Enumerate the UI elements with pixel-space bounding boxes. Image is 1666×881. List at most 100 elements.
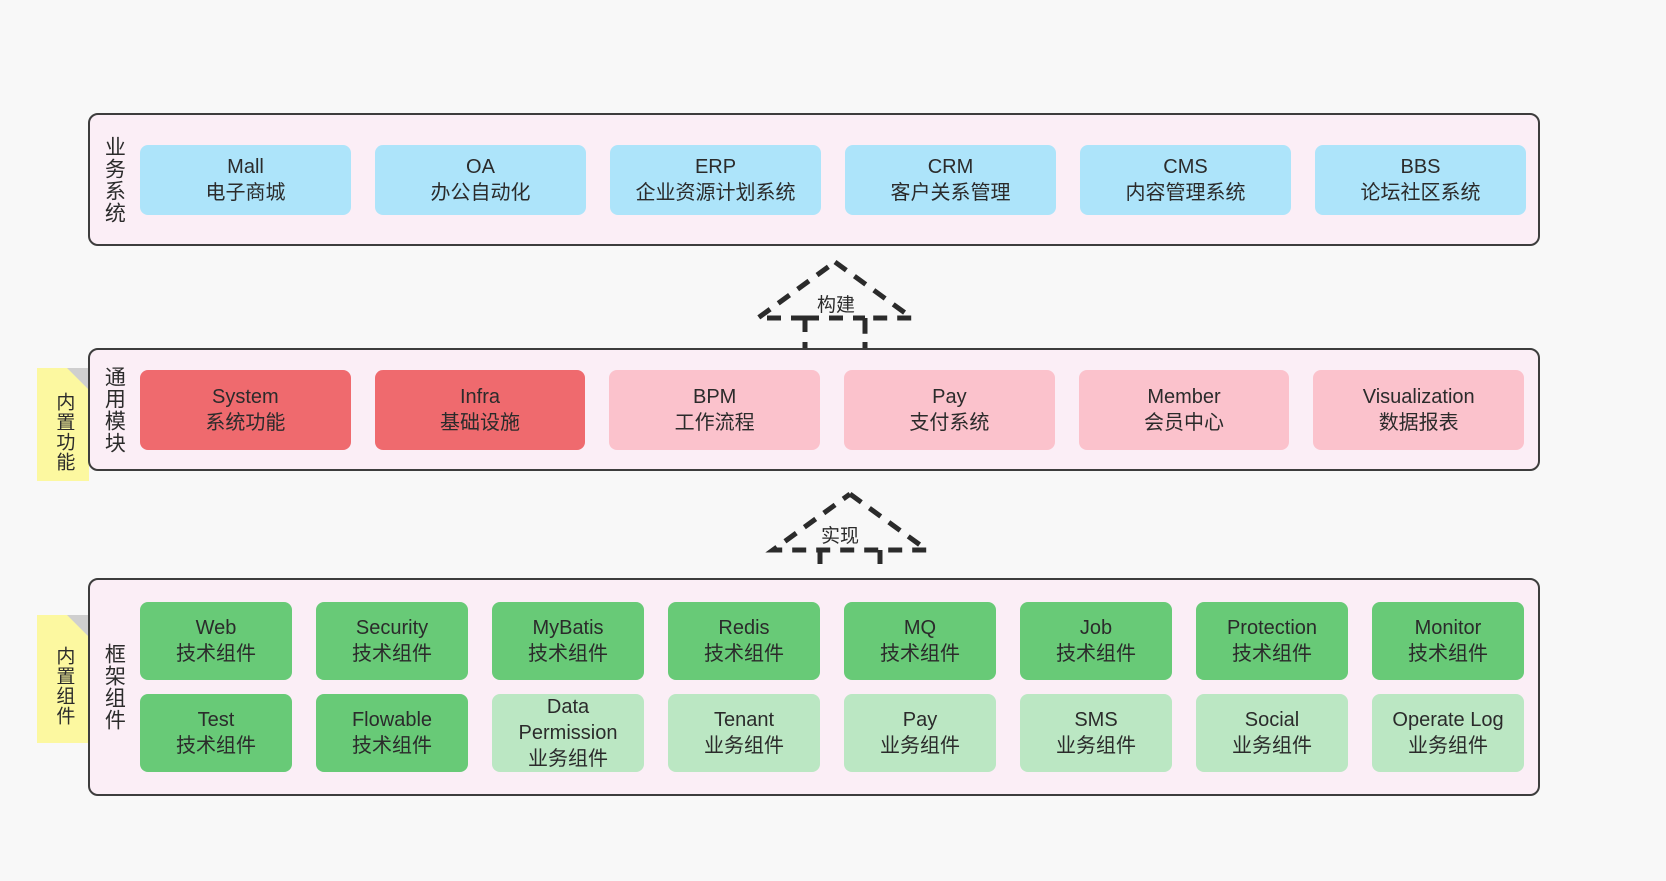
node-social-cn: 业务组件 [1232, 735, 1312, 757]
connector-build-arrow [750, 258, 920, 350]
node-erp-en: ERP [694, 155, 737, 178]
node-flowable-en: Flowable [351, 709, 433, 731]
sticky-note-builtin-feature: 内置功能 [37, 368, 89, 481]
node-crm-en: CRM [927, 155, 974, 178]
node-mq[interactable]: MQ 技术组件 [844, 602, 996, 680]
node-security[interactable]: Security 技术组件 [316, 602, 468, 680]
sticky-fold-corner-icon-2 [67, 615, 89, 637]
node-protection[interactable]: Protection 技术组件 [1196, 602, 1348, 680]
node-redis-en: Redis [718, 617, 770, 639]
node-member[interactable]: Member 会员中心 [1078, 369, 1290, 450]
node-visualization[interactable]: Visualization 数据报表 [1313, 369, 1525, 450]
node-pay-component-cn: 业务组件 [880, 735, 960, 757]
connector-build-label: 构建 [817, 295, 856, 316]
business-node-row: Mall 电子商城 OA 办公自动化 ERP 企业资源计划系统 CRM 客户关系… [140, 144, 1526, 215]
node-tenant-cn: 业务组件 [704, 735, 784, 757]
node-system-cn: 系统功能 [205, 411, 286, 434]
node-operate-log[interactable]: Operate Log 业务组件 [1372, 694, 1524, 772]
node-social-en: Social [1244, 709, 1300, 731]
node-pay-module-en: Pay [932, 385, 967, 408]
node-sms-cn: 业务组件 [1056, 735, 1136, 757]
node-social[interactable]: Social 业务组件 [1196, 694, 1348, 772]
connector-implement-label: 实现 [821, 526, 860, 547]
node-tenant-en: Tenant [713, 709, 775, 731]
node-system-en: System [211, 385, 279, 408]
node-test[interactable]: Test 技术组件 [140, 694, 292, 772]
node-bpm[interactable]: BPM 工作流程 [609, 369, 821, 450]
node-pay-module[interactable]: Pay 支付系统 [844, 369, 1055, 450]
connector-implement-arrow [765, 490, 935, 570]
node-test-cn: 技术组件 [176, 735, 256, 757]
node-cms[interactable]: CMS 内容管理系统 [1080, 144, 1291, 215]
node-web-cn: 技术组件 [176, 643, 256, 665]
node-member-en: Member [1147, 385, 1221, 408]
node-security-cn: 技术组件 [352, 643, 432, 665]
node-pay-module-cn: 支付系统 [909, 411, 990, 434]
node-protection-cn: 技术组件 [1232, 643, 1312, 665]
node-flowable[interactable]: Flowable 技术组件 [316, 694, 468, 772]
node-visualization-cn: 数据报表 [1378, 411, 1459, 434]
node-monitor[interactable]: Monitor 技术组件 [1372, 602, 1524, 680]
node-job[interactable]: Job 技术组件 [1020, 602, 1172, 680]
connector-implement-icon [765, 491, 935, 570]
node-system[interactable]: System 系统功能 [140, 369, 351, 450]
node-sms-en: SMS [1074, 709, 1118, 731]
node-operate-log-en: Operate Log [1392, 709, 1504, 731]
node-oa-cn: 办公自动化 [430, 181, 531, 204]
node-erp[interactable]: ERP 企业资源计划系统 [610, 144, 821, 215]
node-web-en: Web [195, 617, 237, 639]
node-mybatis[interactable]: MyBatis 技术组件 [492, 602, 644, 680]
node-monitor-en: Monitor [1414, 617, 1482, 639]
node-crm[interactable]: CRM 客户关系管理 [845, 144, 1056, 215]
node-bbs-en: BBS [1400, 155, 1441, 178]
node-mall[interactable]: Mall 电子商城 [140, 144, 351, 215]
node-flowable-cn: 技术组件 [352, 735, 432, 757]
node-sms[interactable]: SMS 业务组件 [1020, 694, 1172, 772]
node-data-permission[interactable]: Data Permission 业务组件 [492, 694, 644, 772]
sticky-note-builtin-component: 内置组件 [37, 615, 89, 743]
node-cms-en: CMS [1163, 155, 1208, 178]
node-infra[interactable]: Infra 基础设施 [374, 369, 586, 450]
layer-framework-label: 框架组件 [102, 643, 126, 731]
node-bbs-cn: 论坛社区系统 [1360, 181, 1481, 204]
node-mq-en: MQ [903, 617, 937, 639]
node-tenant[interactable]: Tenant 业务组件 [668, 694, 820, 772]
node-pay-component[interactable]: Pay 业务组件 [844, 694, 996, 772]
node-pay-component-en: Pay [902, 709, 938, 731]
node-erp-cn: 企业资源计划系统 [635, 181, 796, 204]
node-infra-en: Infra [459, 385, 501, 408]
layer-common-modules: 通用模块 System 系统功能 Infra 基础设施 BPM 工作流程 Pay… [88, 348, 1540, 471]
node-test-en: Test [197, 709, 235, 731]
node-bpm-en: BPM [693, 385, 737, 408]
layer-business-systems: 业务系统 Mall 电子商城 OA 办公自动化 ERP 企业资源计划系统 CRM… [88, 113, 1540, 246]
common-node-row: System 系统功能 Infra 基础设施 BPM 工作流程 Pay 支付系统… [140, 369, 1525, 450]
node-member-cn: 会员中心 [1144, 411, 1225, 434]
layer-common-body: System 系统功能 Infra 基础设施 BPM 工作流程 Pay 支付系统… [136, 350, 1538, 469]
node-mall-cn: 电子商城 [205, 181, 286, 204]
node-oa[interactable]: OA 办公自动化 [375, 144, 586, 215]
node-security-en: Security [355, 617, 429, 639]
layer-business-label: 业务系统 [102, 135, 126, 224]
layer-common-label: 通用模块 [102, 365, 126, 454]
sticky-fold-corner-icon [67, 368, 89, 390]
connector-build-icon [750, 259, 920, 350]
layer-framework-body: Web 技术组件 Security 技术组件 MyBatis 技术组件 Redi… [136, 580, 1538, 794]
node-mall-en: Mall [227, 155, 264, 178]
node-redis-cn: 技术组件 [704, 643, 784, 665]
node-redis[interactable]: Redis 技术组件 [668, 602, 820, 680]
framework-biz-row: Test 技术组件 Flowable 技术组件 Data Permission … [140, 694, 1524, 772]
node-bbs[interactable]: BBS 论坛社区系统 [1315, 144, 1526, 215]
framework-tech-row: Web 技术组件 Security 技术组件 MyBatis 技术组件 Redi… [140, 602, 1524, 680]
node-visualization-en: Visualization [1362, 385, 1475, 408]
node-data-permission-cn: 业务组件 [528, 748, 608, 770]
layer-framework-components: 框架组件 Web 技术组件 Security 技术组件 MyBatis 技术组件… [88, 578, 1540, 796]
node-protection-en: Protection [1226, 617, 1318, 639]
layer-business-body: Mall 电子商城 OA 办公自动化 ERP 企业资源计划系统 CRM 客户关系… [136, 115, 1538, 244]
sticky-note-builtin-component-text: 内置组件 [53, 646, 75, 726]
node-monitor-cn: 技术组件 [1408, 643, 1488, 665]
node-web[interactable]: Web 技术组件 [140, 602, 292, 680]
node-mybatis-en: MyBatis [532, 617, 604, 639]
node-cms-cn: 内容管理系统 [1125, 181, 1246, 204]
node-mq-cn: 技术组件 [880, 643, 960, 665]
